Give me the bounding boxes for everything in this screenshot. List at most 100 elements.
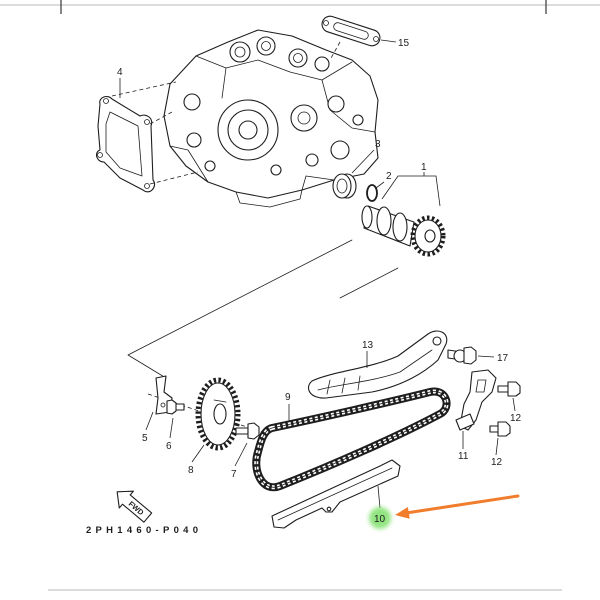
drive-sprocket-hub <box>213 403 227 425</box>
head-bolt-boss <box>270 164 282 176</box>
chain-guide-upper: 13 <box>308 330 448 399</box>
camshaft-lobe <box>376 206 392 236</box>
cam-chain: 9 <box>252 387 451 492</box>
chain-guide-upper-pivot <box>432 336 442 346</box>
gasket-top-hole <box>373 36 379 42</box>
o-ring-ring <box>366 184 378 202</box>
callout-15-leader <box>380 39 397 43</box>
bearing-front <box>332 173 352 199</box>
valve-spring-seat <box>256 36 276 56</box>
valve-spring-seat-inner <box>261 41 271 51</box>
chain-tensioner: 11 <box>455 369 497 462</box>
callout-12-upper: 12 <box>510 413 522 424</box>
cam-chain-pins <box>254 389 449 490</box>
gasket-side-opening <box>105 111 143 177</box>
callout-15: 15 <box>398 38 410 49</box>
bolt-7: 7 <box>231 422 260 480</box>
bolt-7-head <box>247 422 260 440</box>
pointer-arrow <box>395 494 520 519</box>
valve-spring-seat-inner <box>293 53 303 63</box>
gasket-side-hole <box>103 98 109 104</box>
pointer-arrow-shaft <box>404 494 520 515</box>
valve-spring-seat <box>229 41 251 63</box>
drive-sprocket: 8 <box>188 377 241 476</box>
chain-guide-lower-tab-hole <box>326 506 332 512</box>
callout-10: 10 <box>374 514 386 525</box>
drive-sprocket-teeth <box>195 377 241 451</box>
cam-chain-links <box>252 387 451 492</box>
camshaft-lobe <box>392 212 408 242</box>
cam-sprocket-teeth <box>410 215 446 257</box>
bolt-12-upper: 12 <box>497 381 522 424</box>
bolt-7-shaft <box>235 427 249 435</box>
head-port <box>290 104 318 132</box>
chain-guide-upper-shoe <box>317 349 433 391</box>
callout-9: 9 <box>285 392 291 403</box>
head-bolt-boss <box>204 160 216 172</box>
forward-direction-arrow: FWD <box>116 490 153 523</box>
valve-spring-seat <box>288 48 308 68</box>
bolt-12-lower-head <box>497 421 511 437</box>
reference-line-left <box>127 239 353 379</box>
gasket-side-hole <box>144 183 150 189</box>
callout-2-leader <box>375 181 385 189</box>
callout-1-bracket <box>381 175 441 207</box>
callout-17: 17 <box>497 353 509 364</box>
camshaft-end <box>361 205 373 229</box>
gasket-top-alignment <box>329 41 341 61</box>
bearing-bore <box>336 178 348 194</box>
callout-11: 11 <box>458 451 469 462</box>
callout-6: 6 <box>166 441 172 452</box>
cam-chain-centerline <box>255 391 447 488</box>
callout-12-upper-leader <box>512 397 516 412</box>
cam-journal-inner <box>238 120 258 140</box>
pointer-arrow-head <box>395 507 410 519</box>
gasket-side-outline <box>95 95 156 193</box>
cylinder-head <box>163 29 379 208</box>
camshaft: 1 <box>361 162 446 257</box>
gasket-top: 15 <box>321 15 410 61</box>
bearing: 3 <box>332 139 381 199</box>
gasket-side: 4 <box>95 67 199 193</box>
chain-guide-lower-body <box>271 459 401 529</box>
gasket-top-hole <box>323 20 329 26</box>
head-bolt-boss <box>327 95 345 113</box>
callout-1: 1 <box>421 162 427 173</box>
callout-2: 2 <box>386 171 392 182</box>
bolt-17: 17 <box>447 346 509 365</box>
gasket-top-opening <box>333 22 369 40</box>
chain-tensioner-plunger <box>455 413 475 431</box>
head-port <box>183 93 201 111</box>
callout-5: 5 <box>142 433 148 444</box>
chain-guide-lower-edge <box>277 467 393 521</box>
sprocket-assembly-axis <box>147 393 263 433</box>
gasket-side-hole <box>144 119 150 125</box>
callout-8: 8 <box>188 465 194 476</box>
callout-17-leader <box>477 355 495 358</box>
head-bolt-boss <box>352 114 364 126</box>
callout-12-lower-leader <box>495 437 499 456</box>
callout-8-leader <box>191 444 205 463</box>
bolt-6-head <box>166 399 177 415</box>
bolt-6: 6 <box>166 399 185 452</box>
head-bolt-boss <box>330 140 350 160</box>
o-ring: 2 <box>366 171 392 202</box>
assembly-reference-lines <box>127 239 399 379</box>
bolt-12-lower: 12 <box>489 421 511 468</box>
gasket-top-outline <box>321 15 381 47</box>
valve-spring-seat-inner <box>234 46 246 58</box>
callout-13: 13 <box>362 340 374 351</box>
cylinder-head-cover-rim <box>195 55 353 81</box>
callout-4: 4 <box>117 67 123 78</box>
valve-spring-seat <box>314 56 330 72</box>
chain-tensioner-slot <box>475 379 487 393</box>
reference-line-right <box>339 267 399 299</box>
callout-3: 3 <box>375 139 381 150</box>
head-port <box>186 132 202 148</box>
callout-7-leader <box>234 442 248 467</box>
chain-guide-lower <box>271 459 401 529</box>
chain-guide-upper-body <box>308 330 448 399</box>
callout-10-leader <box>377 485 381 509</box>
gasket-side-hole <box>97 152 103 158</box>
callout-3-leader <box>351 149 375 174</box>
